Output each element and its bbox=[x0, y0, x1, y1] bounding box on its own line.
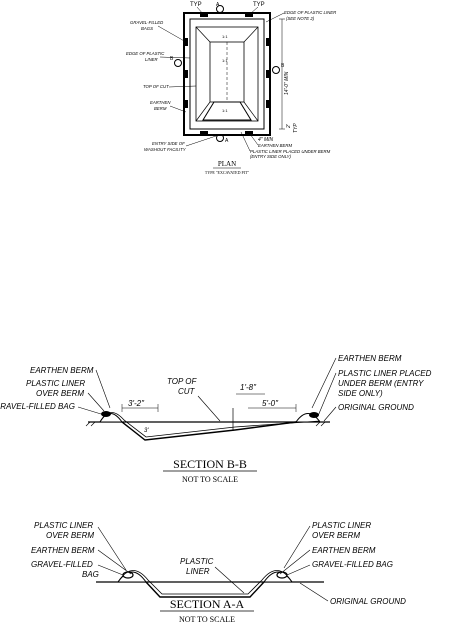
label-top-of-cut: TOP OF CUT bbox=[143, 84, 169, 89]
aa-plastic-liner-1: PLASTIC bbox=[180, 557, 214, 566]
label-earthen-berm-left-1: EARTHEN bbox=[150, 100, 171, 105]
aa-gravel-filled-bag-left-1: GRAVEL-FILLED bbox=[31, 560, 93, 569]
typ-right: TYP bbox=[253, 2, 265, 8]
aa-earthen-berm-left: EARTHEN BERM bbox=[31, 546, 95, 555]
label-liner-under-berm-1: PLASTIC LINER PLACED UNDER BERM bbox=[250, 149, 331, 154]
aa-original-ground: ORIGINAL GROUND bbox=[330, 597, 406, 606]
bb-top-of-cut-2: CUT bbox=[178, 387, 196, 396]
label-earthen-berm-left-2: BERM bbox=[154, 106, 167, 111]
aa-liner-over-berm-left-1: PLASTIC LINER bbox=[34, 521, 93, 530]
label-entry-side-2: WASHOUT FACILITY bbox=[144, 147, 187, 152]
dim-4in-min: 4" MIN bbox=[258, 137, 273, 143]
plan-outer-berm bbox=[183, 12, 271, 136]
aa-pit-profile bbox=[145, 581, 265, 598]
aa-gravel-filled-bag-left-2: BAG bbox=[82, 570, 99, 579]
dim-2ft-typ-2: TYP bbox=[293, 123, 299, 133]
slope-mark-1: 1:1 bbox=[222, 34, 228, 39]
bb-dim-3-2: 3'-2" bbox=[128, 399, 145, 408]
typ-left: TYP bbox=[190, 2, 202, 8]
plan-section-markers: A A B B bbox=[170, 2, 285, 144]
slope-mark-3: 1:1 bbox=[222, 108, 228, 113]
bb-title: SECTION B-B bbox=[173, 457, 247, 471]
bb-subtitle: NOT TO SCALE bbox=[182, 475, 238, 484]
slope-mark-2: 1:1 bbox=[222, 58, 228, 63]
plan-top-of-cut bbox=[195, 26, 259, 122]
aa-title: SECTION A-A bbox=[170, 597, 245, 611]
bb-dim-5-0: 5'-0" bbox=[262, 399, 279, 408]
bb-liner-over-berm-2: OVER BERM bbox=[36, 389, 84, 398]
label-edge-liner-right-1: EDGE OF PLASTIC LINER bbox=[284, 10, 336, 15]
bb-earthen-berm-right: EARTHEN BERM bbox=[338, 354, 402, 363]
bb-left-gravel-bag bbox=[101, 411, 111, 417]
aa-subtitle: NOT TO SCALE bbox=[179, 615, 235, 624]
section-mark-b-right: B bbox=[281, 63, 285, 69]
bb-earthen-berm-left: EARTHEN BERM bbox=[30, 366, 94, 375]
bb-original-ground: ORIGINAL GROUND bbox=[338, 403, 414, 412]
section-aa: PLASTIC LINER OVER BERM EARTHEN BERM GRA… bbox=[31, 521, 406, 624]
aa-liner-over-berm-left-2: OVER BERM bbox=[46, 531, 94, 540]
plan-gravel-bags bbox=[185, 14, 269, 134]
label-gravel-filled-bags-1: GRAVEL-FILLED bbox=[130, 20, 163, 25]
aa-plastic-liner-2: LINER bbox=[186, 567, 210, 576]
bb-liner-under-berm-2: UNDER BERM (ENTRY bbox=[338, 379, 424, 388]
bb-liner bbox=[99, 412, 321, 438]
aa-right-gravel-bag bbox=[276, 571, 288, 579]
label-liner-under-berm-2: (ENTRY SIDE ONLY) bbox=[250, 154, 291, 159]
label-gravel-filled-bags-2: BAGS bbox=[141, 26, 153, 31]
dim-2ft-typ-1: 2' bbox=[286, 123, 292, 129]
aa-left-gravel-bag bbox=[122, 571, 134, 579]
bb-dim-1-8: 1'-8" bbox=[240, 383, 257, 392]
label-earthen-berm-right: EARTHEN BERM bbox=[258, 143, 292, 148]
bb-top-of-cut-1: TOP OF bbox=[167, 377, 197, 386]
plan-entry-ramp bbox=[202, 101, 252, 121]
dim-14ft-min: 14'-0" MIN bbox=[284, 71, 290, 95]
bb-gravel-filled-bag: GRAVEL-FILLED BAG bbox=[0, 402, 75, 411]
aa-liner-over-berm-right-1: PLASTIC LINER bbox=[312, 521, 371, 530]
aa-earthen-berm-right: EARTHEN BERM bbox=[312, 546, 376, 555]
section-mark-a-bottom: A bbox=[225, 138, 229, 144]
bb-depth-mark: 3' bbox=[144, 428, 149, 434]
section-bb: 3'-2" 1'-8" 5'-0" 3' EARTHEN BERM PLASTI… bbox=[0, 354, 432, 484]
aa-gravel-filled-bag-right: GRAVEL-FILLED BAG bbox=[312, 560, 393, 569]
aa-liner-over-berm-right-2: OVER BERM bbox=[312, 531, 360, 540]
plan-liner-edge bbox=[189, 18, 265, 130]
label-edge-liner-left-2: LINER bbox=[145, 57, 158, 62]
bb-liner-under-berm-1: PLASTIC LINER PLACED bbox=[338, 369, 432, 378]
label-edge-liner-left-1: EDGE OF PLASTIC bbox=[126, 51, 165, 56]
plan-subtitle: TYPE "EXCAVATED PIT" bbox=[205, 170, 250, 175]
bb-right-gravel-bag bbox=[309, 412, 319, 418]
bb-pit-profile bbox=[121, 421, 297, 441]
section-mark-a-top: A bbox=[216, 2, 220, 8]
section-mark-b-left: B bbox=[170, 56, 174, 62]
plan-view: A A B B 1:1 1:1 1:1 TYP TYP GRAVEL-FILLE… bbox=[126, 2, 336, 175]
bb-liner-under-berm-3: SIDE ONLY) bbox=[338, 389, 383, 398]
label-entry-side-1: ENTRY SIDE OF bbox=[152, 141, 185, 146]
label-edge-liner-right-2: (SEE NOTE 2) bbox=[286, 16, 315, 21]
bb-liner-over-berm-1: PLASTIC LINER bbox=[26, 379, 85, 388]
plan-title: PLAN bbox=[218, 160, 236, 168]
